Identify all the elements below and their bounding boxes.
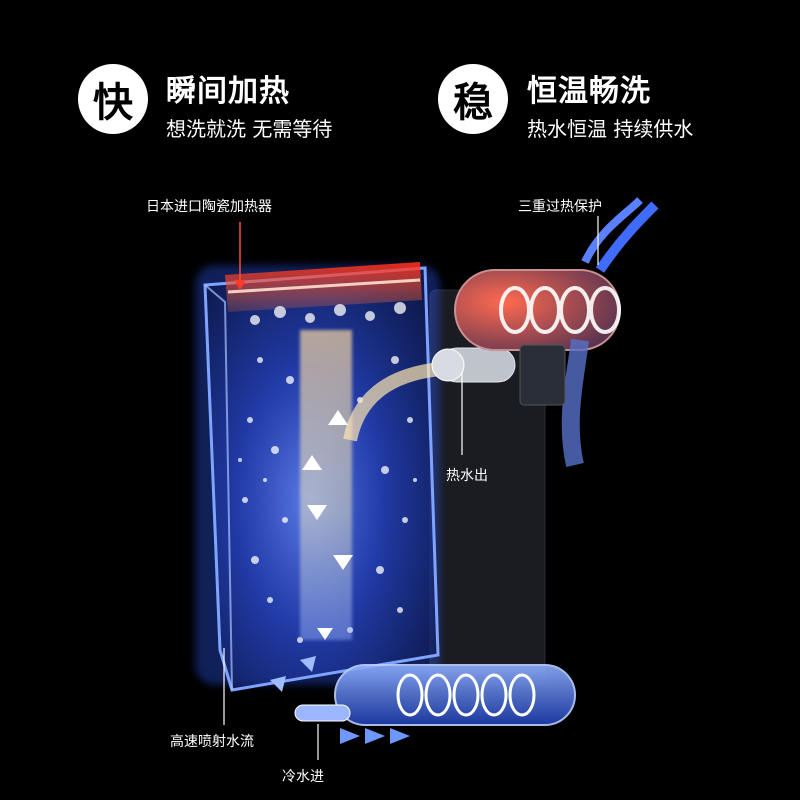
fast-badge: 快 <box>78 64 148 134</box>
jet-flow-callout: 高速喷射水流 <box>170 734 254 750</box>
heater-callout: 日本进口陶瓷加热器 <box>146 199 272 215</box>
protection-callout: 三重过热保护 <box>518 199 602 215</box>
feature-fast-title: 瞬间加热 <box>166 74 290 109</box>
stable-badge: 稳 <box>438 64 508 134</box>
hot-water-out-callout: 热水出 <box>446 468 488 484</box>
feature-stable-title: 恒温畅洗 <box>527 74 651 109</box>
cold-water-in-callout: 冷水进 <box>282 769 324 785</box>
feature-fast-subtitle: 想洗就洗 无需等待 <box>166 117 333 141</box>
feature-stable-subtitle: 热水恒温 持续供水 <box>527 117 694 141</box>
